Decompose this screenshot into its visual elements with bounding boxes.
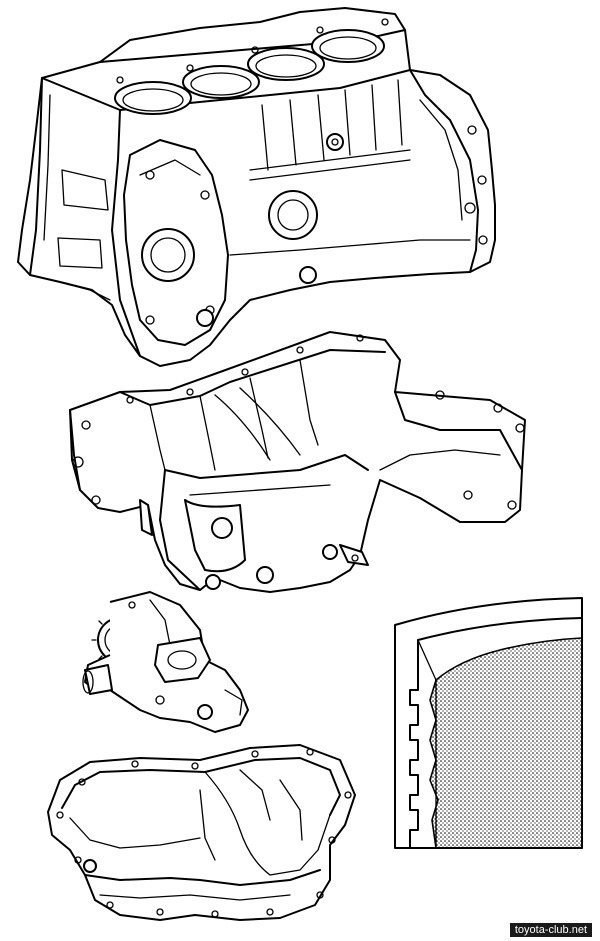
cylinder-block [17,7,496,367]
section-detail [394,597,583,849]
oil-pan-lower [47,744,356,921]
oil-pan-upper [69,331,526,593]
oil-pump [82,591,249,733]
watermark-label: toyota-club.net [509,923,592,937]
